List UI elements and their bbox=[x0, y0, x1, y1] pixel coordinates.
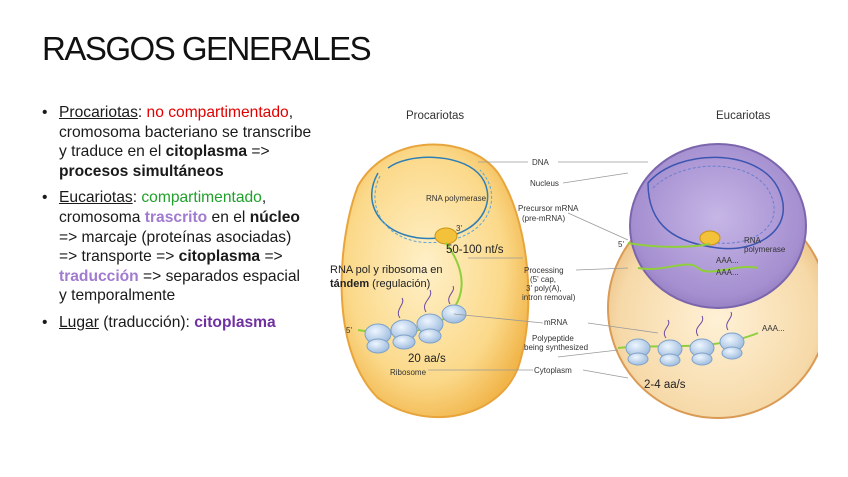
label-poly-a-3: AAA... bbox=[762, 324, 785, 333]
label-processing-2: (5' cap, bbox=[530, 275, 556, 284]
label-cytoplasm: Cytoplasm bbox=[534, 366, 572, 375]
label-processing-3: 3' poly(A), bbox=[526, 284, 562, 293]
annotation-tandem-line2: tándem (regulación) bbox=[330, 278, 430, 291]
bullet-dot-icon: • bbox=[42, 103, 47, 123]
nucleus bbox=[630, 144, 806, 308]
term-lugar: Lugar bbox=[59, 314, 99, 331]
cell-diagram bbox=[318, 98, 818, 428]
header-procariotas: Procariotas bbox=[406, 110, 464, 122]
transcription-translation-figure: Procariotas Eucariotas DNA Nucleus Precu… bbox=[318, 98, 818, 428]
slide-title: RASGOS GENERALES bbox=[42, 30, 370, 68]
highlight-green: compartimentado bbox=[141, 189, 261, 206]
bold-text: núcleo bbox=[250, 209, 300, 226]
label-5-prime-euk: 5' bbox=[618, 240, 624, 249]
bullet-eucariotas: • Eucariotas: compartimentado, cromosoma… bbox=[40, 188, 312, 306]
text: (traducción): bbox=[99, 314, 194, 331]
label-5-prime: 5' bbox=[346, 326, 352, 335]
highlight-violet: trascrito bbox=[145, 209, 207, 226]
label-rna-polymerase-euk: RNA bbox=[744, 236, 761, 245]
highlight-red: no compartimentado bbox=[147, 104, 289, 121]
text: : bbox=[138, 104, 147, 121]
label-nucleus: Nucleus bbox=[530, 179, 559, 188]
label-dna: DNA bbox=[532, 158, 549, 167]
bold-text: procesos simultáneos bbox=[59, 163, 224, 180]
bullet-procariotas: • Procariotas: no compartimentado, cromo… bbox=[40, 103, 312, 181]
bold-text: citoplasma bbox=[179, 248, 260, 265]
rna-polymerase-icon bbox=[435, 228, 457, 244]
label-mrna: mRNA bbox=[544, 318, 568, 327]
bold-text: citoplasma bbox=[166, 143, 247, 160]
label-3-prime: 3' bbox=[456, 224, 462, 233]
highlight-violet: traducción bbox=[59, 268, 139, 285]
label-precursor: Precursor mRNA bbox=[518, 204, 578, 213]
highlight-purple: citoplasma bbox=[194, 314, 275, 331]
label-processing-4: intron removal) bbox=[522, 293, 575, 302]
text: en el bbox=[207, 209, 249, 226]
label-rna-polymerase: RNA polymerase bbox=[426, 194, 486, 203]
rate-nt: 50-100 nt/s bbox=[446, 243, 504, 257]
bullet-lugar: • Lugar (traducción): citoplasma bbox=[40, 313, 312, 333]
text: (regulación) bbox=[369, 278, 430, 290]
label-rna-polymerase-euk-2: polymerase bbox=[744, 245, 785, 254]
term-eucariotas: Eucariotas bbox=[59, 189, 133, 206]
label-polypeptide: Polypeptide bbox=[532, 334, 574, 343]
rate-aa-procariotas: 20 aa/s bbox=[408, 352, 446, 366]
bullet-dot-icon: • bbox=[42, 313, 47, 333]
bullet-dot-icon: • bbox=[42, 188, 47, 208]
label-polypeptide-2: being synthesized bbox=[524, 343, 588, 352]
text: => bbox=[260, 248, 283, 265]
label-ribosome: Ribosome bbox=[390, 368, 426, 377]
rate-aa-eucariotas: 2-4 aa/s bbox=[644, 378, 686, 392]
bullet-list: • Procariotas: no compartimentado, cromo… bbox=[40, 103, 312, 340]
label-pre-mrna: (pre-mRNA) bbox=[522, 214, 565, 223]
term-procariotas: Procariotas bbox=[59, 104, 138, 121]
label-poly-a-2: AAA... bbox=[716, 268, 739, 277]
rna-polymerase-icon bbox=[700, 231, 720, 245]
header-eucariotas: Eucariotas bbox=[716, 110, 770, 122]
label-processing: Processing bbox=[524, 266, 564, 275]
text: => bbox=[247, 143, 270, 160]
annotation-tandem-line1: RNA pol y ribosoma en bbox=[330, 264, 443, 277]
bold-text: tándem bbox=[330, 278, 369, 290]
label-poly-a: AAA... bbox=[716, 256, 739, 265]
